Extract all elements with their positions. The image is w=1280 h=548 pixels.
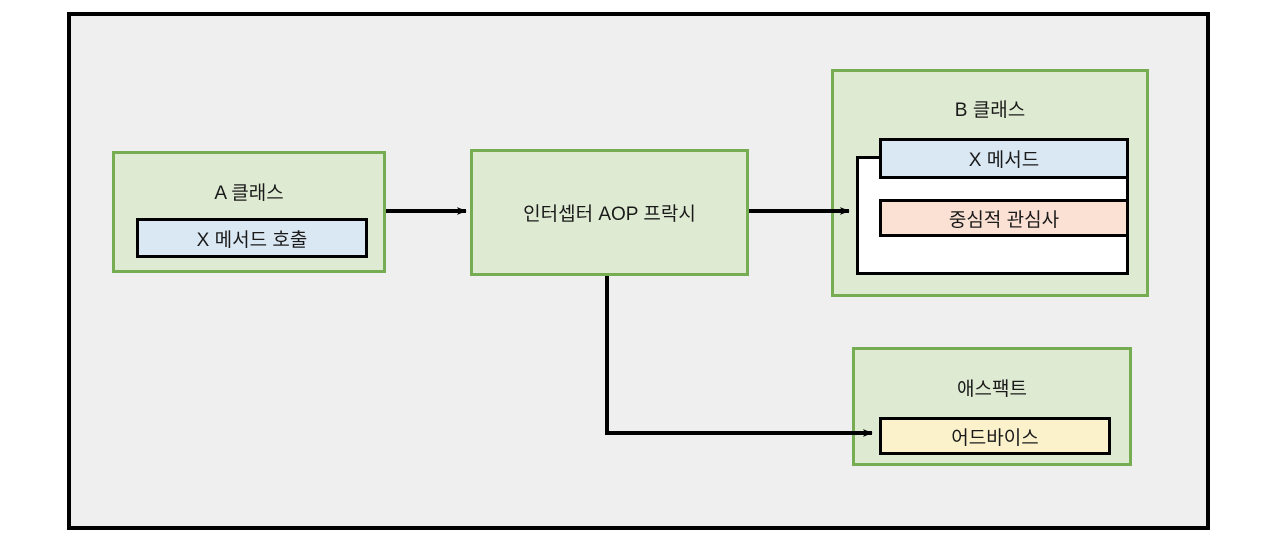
node-interceptor-aop-proxy-label: 인터셉터 AOP 프락시 <box>523 204 696 225</box>
node-a-class-title: A 클래스 <box>214 183 284 204</box>
node-b-class[interactable]: B 클래스 X 메서드 중심적 관심사 <box>831 69 1149 297</box>
member-advice[interactable]: 어드바이스 <box>879 417 1111 455</box>
node-aspect[interactable]: 애스팩트 어드바이스 <box>852 347 1132 466</box>
member-core-concern[interactable]: 중심적 관심사 <box>879 199 1129 237</box>
member-x-method-call[interactable]: X 메서드 호출 <box>136 218 368 258</box>
node-interceptor-aop-proxy[interactable]: 인터셉터 AOP 프락시 <box>470 149 749 276</box>
node-aspect-title: 애스팩트 <box>957 379 1027 400</box>
member-x-method[interactable]: X 메서드 <box>879 138 1129 179</box>
node-b-class-title: B 클래스 <box>954 100 1026 121</box>
node-a-class[interactable]: A 클래스 X 메서드 호출 <box>112 151 386 273</box>
